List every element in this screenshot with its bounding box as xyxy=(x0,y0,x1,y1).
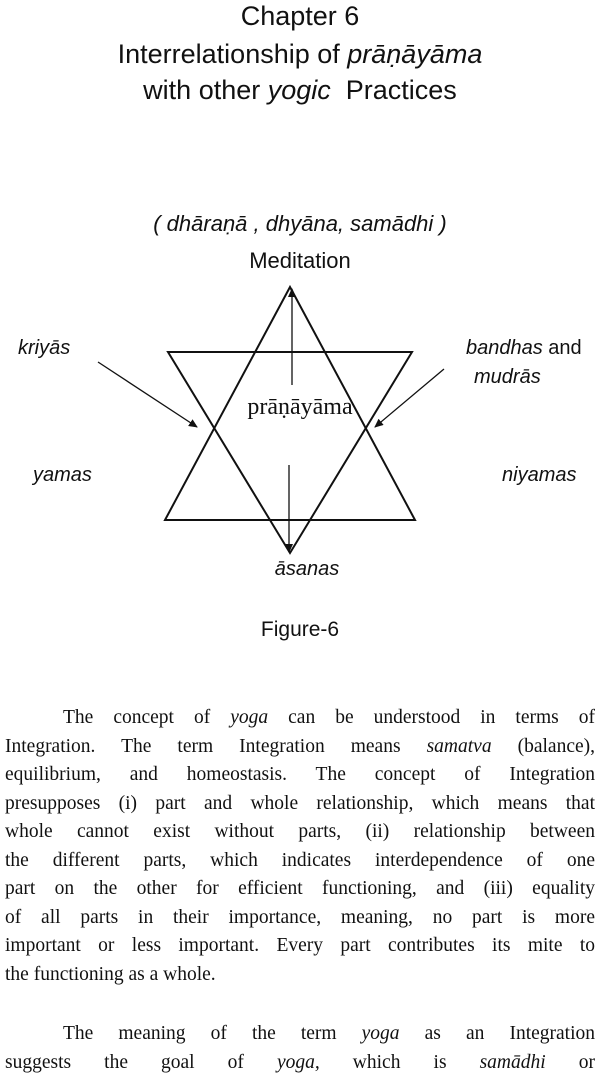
title-text: with other xyxy=(143,75,268,105)
diagram-label-niyamas: niyamas xyxy=(502,464,577,486)
paragraph-line: The meaning of the term yoga as an Integ… xyxy=(5,1020,595,1049)
italic-term: yoga, xyxy=(276,1051,320,1073)
body-paragraph-2: The meaning of the term yoga as an Integ… xyxy=(5,1020,595,1077)
line-text: as an Integration xyxy=(399,1023,595,1044)
line-text: can be understood in terms of xyxy=(268,707,596,728)
paragraph-line: of all parts in their importance, meanin… xyxy=(5,904,595,933)
line-text: presupposes (i) part and whole relations… xyxy=(5,792,595,814)
body-paragraph-1: The concept of yoga can be understood in… xyxy=(5,704,595,989)
figure-caption: Figure-6 xyxy=(260,618,340,641)
term-bandhas: bandhas xyxy=(466,337,543,359)
line-text: or xyxy=(545,1051,595,1073)
chapter-number: Chapter 6 xyxy=(240,1,360,31)
diagram-label-yamas: yamas xyxy=(33,464,92,486)
diagram-label-pranayama: prāṇāyāma xyxy=(247,394,353,420)
line-text: suggests the goal of xyxy=(5,1051,277,1073)
title-text: Practices xyxy=(330,75,457,105)
line-text: whole cannot exist without parts, (ii) r… xyxy=(5,821,595,842)
line-text: (balance), xyxy=(491,735,595,757)
paragraph-line: whole cannot exist without parts, (ii) r… xyxy=(5,818,595,847)
arrow-from-bandhas xyxy=(374,368,445,428)
paragraph-line: suggests the goal of yoga, which is samā… xyxy=(5,1049,595,1078)
title-term-pranayama: prāṇāyāma xyxy=(347,39,483,69)
italic-term: samādhi xyxy=(479,1051,546,1073)
paragraph-line: the different parts, which indicates int… xyxy=(5,847,595,876)
line-text: The concept of xyxy=(63,707,231,728)
line-text: the functioning as a whole. xyxy=(5,963,216,985)
paragraph-line: presupposes (i) part and whole relations… xyxy=(5,790,595,819)
paragraph-line: Integration. The term Integration means … xyxy=(5,733,595,762)
title-text: Interrelationship of xyxy=(117,39,348,69)
paragraph-line: the functioning as a whole. xyxy=(5,961,595,990)
line-text: which is xyxy=(319,1051,480,1073)
upward-triangle xyxy=(163,284,417,521)
chapter-title-line-2: with other yogic Practices xyxy=(0,74,600,106)
title-term-yogic: yogic xyxy=(267,75,331,105)
star-of-david-diagram xyxy=(97,284,445,555)
diagram-meditation-terms: ( dhāraṇā , dhyāna, samādhi ) xyxy=(153,211,447,236)
arrow-from-kriyas xyxy=(97,361,198,428)
line-text: part on the other for efficient function… xyxy=(5,878,595,899)
downward-triangle xyxy=(166,351,414,555)
line-text: The meaning of the term xyxy=(63,1023,362,1044)
paragraph-line: equilibrium, and homeostasis. The concep… xyxy=(5,761,595,790)
italic-term: samatva xyxy=(426,735,492,757)
diagram-label-kriyas: kriyās xyxy=(18,337,71,359)
diagram-label-mudras: mudrās xyxy=(474,366,541,388)
diagram-label-meditation: Meditation xyxy=(249,248,351,273)
conjunction-and: and xyxy=(542,337,582,359)
paragraph-line: important or less important. Every part … xyxy=(5,932,595,961)
line-text: the different parts, which indicates int… xyxy=(5,849,595,871)
paragraph-line: part on the other for efficient function… xyxy=(5,875,595,904)
line-text: Integration. The term Integration means xyxy=(5,735,427,757)
line-text: equilibrium, and homeostasis. The concep… xyxy=(5,764,595,785)
italic-term: yoga xyxy=(230,707,269,728)
line-text: important or less important. Every part … xyxy=(5,935,595,956)
line-text: of all parts in their importance, meanin… xyxy=(5,906,595,928)
italic-term: yoga xyxy=(361,1023,400,1044)
diagram-label-bandhas: bandhas and xyxy=(466,337,582,360)
paragraph-line: The concept of yoga can be understood in… xyxy=(5,704,595,733)
diagram-label-asanas: āsanas xyxy=(274,558,340,580)
chapter-title-line-1: Interrelationship of prāṇāyāma xyxy=(0,38,600,70)
